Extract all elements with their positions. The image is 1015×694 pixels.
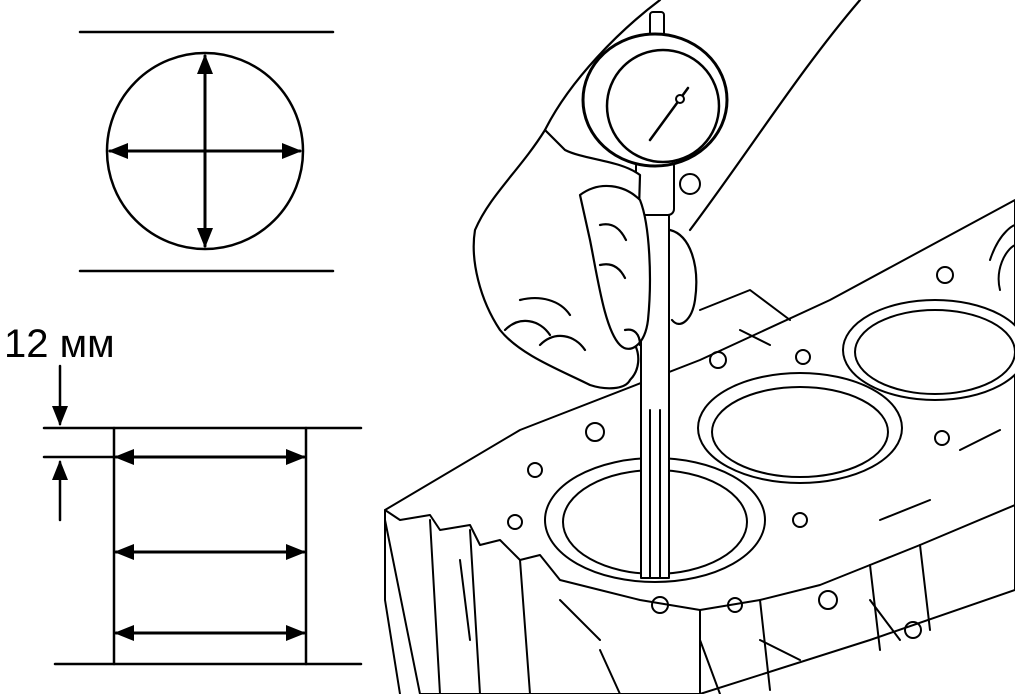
technician-hand (472, 0, 862, 390)
bolt-hole (792, 512, 808, 528)
gauge-side-knob (679, 173, 701, 195)
gauge-needle-hub (675, 94, 685, 104)
bolt-hole (904, 621, 922, 639)
bore-circle (105, 51, 305, 251)
bolt-hole (709, 351, 727, 369)
bolt-hole (795, 349, 811, 365)
measurement-label: 12 мм (4, 322, 115, 366)
top-view-bore-diagram (78, 30, 335, 273)
bolt-hole (507, 514, 523, 530)
dial-bore-gauge (581, 11, 729, 579)
bolt-hole (585, 422, 605, 442)
cylinder-bore-3-inner (854, 309, 1015, 395)
bolt-hole (651, 596, 669, 614)
cylinder-bore-2-inner (711, 386, 889, 478)
bolt-hole (818, 590, 838, 610)
finger-creases (503, 223, 642, 352)
gauge-dial-face (605, 48, 721, 164)
block-detail-lines (459, 289, 1001, 694)
block-front-face (384, 504, 1015, 611)
bolt-hole (527, 462, 543, 478)
bolt-hole (936, 266, 954, 284)
bolt-hole (934, 430, 950, 446)
finger-right (668, 228, 698, 325)
cylinder-bore-2-outer (697, 372, 903, 484)
cylinder-bore-3-outer (842, 299, 1015, 401)
bolt-hole (727, 597, 743, 613)
side-view-bore-diagram: 12 мм (4, 322, 363, 666)
forearm-outline (543, 0, 862, 232)
engine-block-illustration (384, 199, 1015, 694)
